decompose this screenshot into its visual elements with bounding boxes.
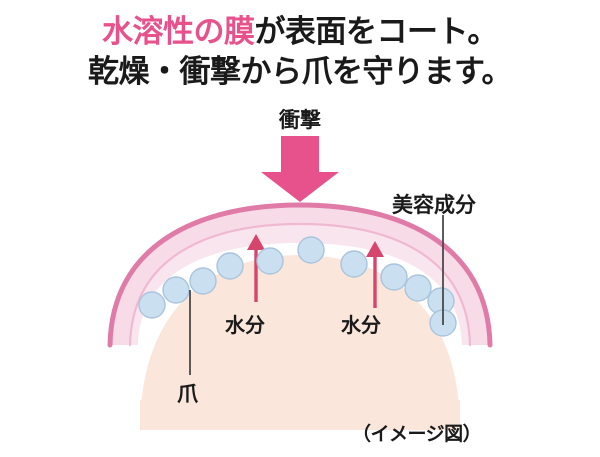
bead bbox=[404, 274, 432, 302]
moisture-label-left: 水分 bbox=[225, 315, 265, 337]
bead bbox=[138, 291, 166, 319]
headline-rest-text: が表面をコート。 bbox=[254, 14, 499, 49]
moisture-label-right: 水分 bbox=[341, 315, 381, 337]
headline-accent-text: 水溶性の膜 bbox=[102, 14, 255, 49]
moisture-arrow-right bbox=[366, 241, 384, 308]
beauty-ingredient-label: 美容成分 bbox=[392, 194, 476, 217]
bead bbox=[189, 267, 217, 295]
image-diagram-caption: （イメージ図） bbox=[352, 424, 482, 445]
bead bbox=[256, 247, 284, 275]
shock-label: 衝撃 bbox=[279, 109, 321, 132]
nail-body-base bbox=[140, 400, 460, 430]
headline-line-2: 乾燥・衝撃から爪を守ります。 bbox=[88, 54, 512, 89]
moisture-arrow-left bbox=[247, 234, 265, 302]
bead bbox=[380, 263, 408, 291]
shock-arrow bbox=[261, 136, 339, 202]
film-outer-stroke bbox=[107, 202, 493, 348]
page-title: 水溶性の膜が表面をコート。 乾燥・衝撃から爪を守ります。 bbox=[0, 12, 600, 92]
film-layer-group bbox=[107, 202, 493, 348]
headline-line-1: 水溶性の膜が表面をコート。 bbox=[0, 12, 600, 52]
nail-label: 爪 bbox=[177, 383, 198, 406]
film-band-inner-shade bbox=[113, 207, 487, 345]
bead bbox=[297, 236, 325, 264]
bead bbox=[216, 252, 244, 280]
bead bbox=[340, 250, 368, 278]
nail-body bbox=[140, 255, 460, 430]
bead bbox=[162, 276, 190, 304]
film-inner-stroke bbox=[128, 222, 472, 347]
